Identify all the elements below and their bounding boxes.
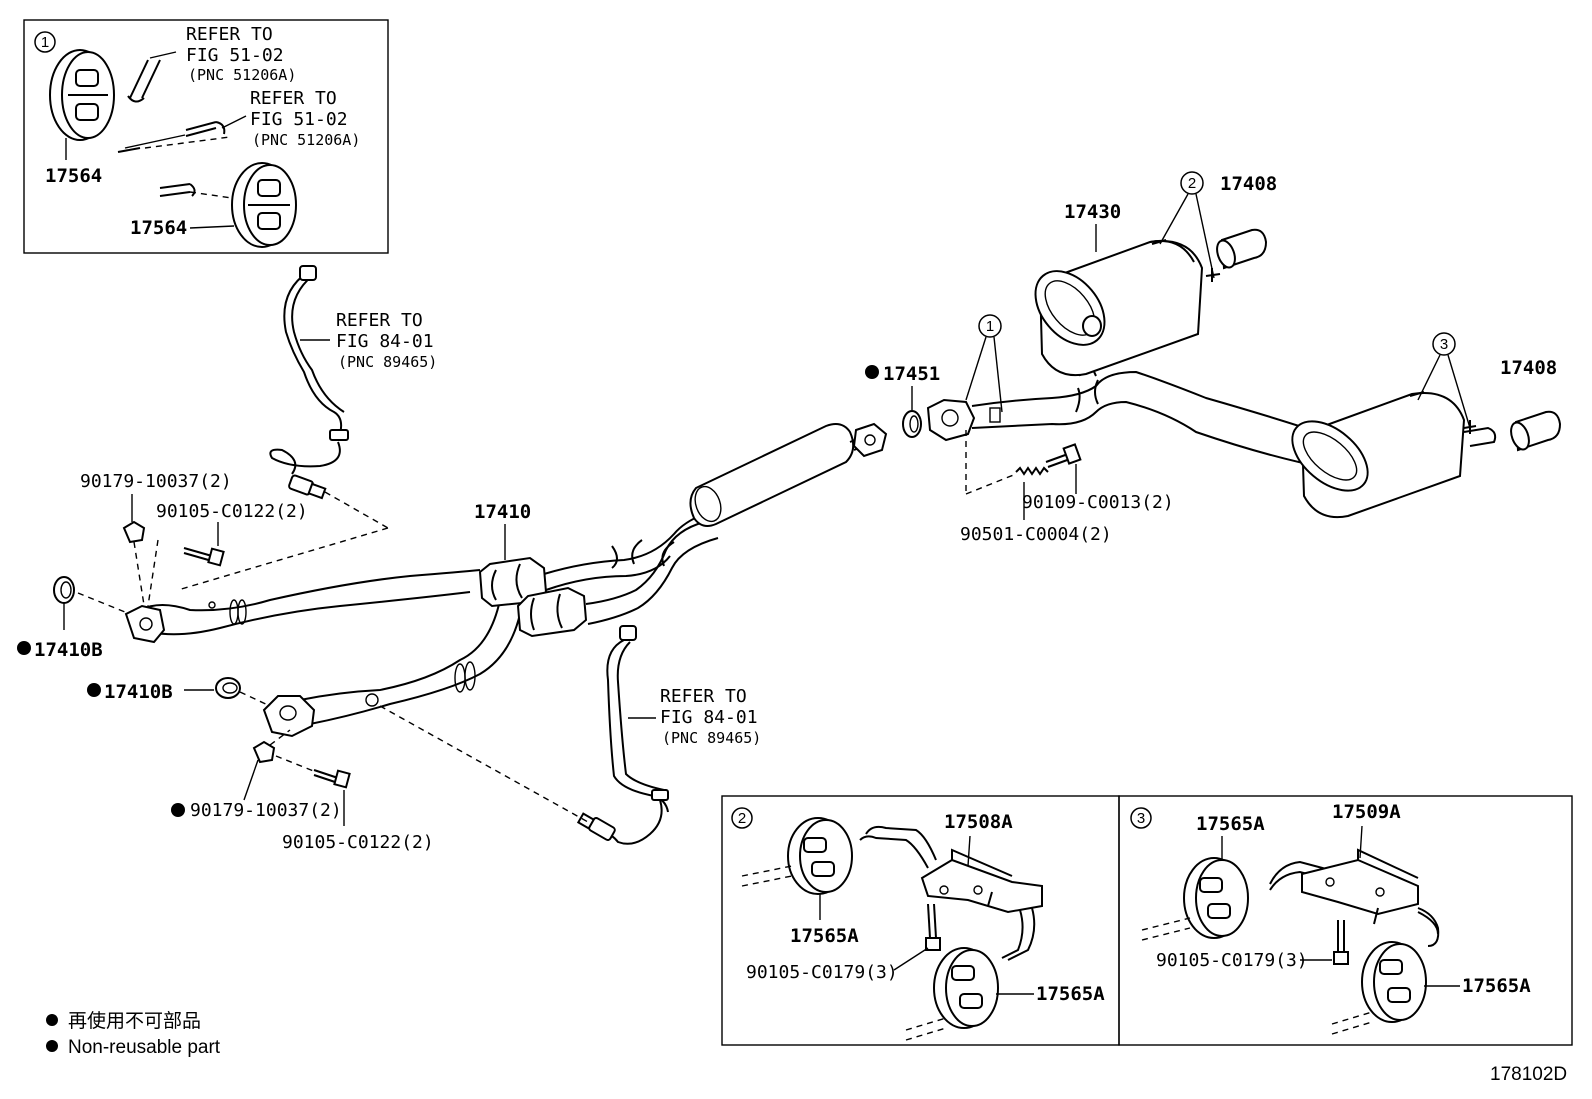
inset-3-label-90105: 90105-C0179(3)	[1156, 950, 1308, 971]
inset-3-label-17565a-top: 17565A	[1196, 813, 1265, 835]
non-reusable-dot-17410b-lower	[87, 683, 101, 697]
label-90105-bottom: 90105-C0122(2)	[282, 832, 434, 853]
inset-1-frame	[23, 19, 389, 254]
sensor-lower-ref-line3: (PNC 89465)	[662, 729, 761, 747]
sensor-lower-ref-line1: REFER TO	[660, 686, 747, 707]
tail-tip-17408-right	[1510, 410, 1562, 452]
bolt-90105-top	[183, 547, 225, 567]
muffler-17430	[1034, 239, 1221, 376]
bolt-90109	[1045, 443, 1082, 468]
inset-2-label-17565a-left: 17565A	[790, 925, 859, 947]
marker-2-text: 2	[1188, 175, 1196, 192]
hanger-pin-upper	[127, 59, 161, 103]
inset-3-label-17509a: 17509A	[1332, 801, 1401, 823]
label-90501: 90501-C0004(2)	[960, 524, 1112, 545]
inset-1-ref1-line3: (PNC 51206A)	[188, 66, 296, 84]
marker-2	[1180, 171, 1204, 195]
figure-code: 178102D	[1490, 1064, 1567, 1085]
hanger-17565a-left	[787, 817, 853, 895]
oxygen-sensor-lower	[576, 625, 669, 845]
hanger-17565a-right-inset3	[1361, 941, 1427, 1023]
non-reusable-dot-90179-bottom	[171, 803, 185, 817]
marker-3	[1432, 332, 1456, 356]
sensor-upper-ref-line1: REFER TO	[336, 310, 423, 331]
front-pipe-17410	[124, 422, 888, 738]
label-90179-top: 90179-10037(2)	[80, 471, 232, 492]
gasket-17410b-lower	[215, 677, 241, 699]
label-90105-top: 90105-C0122(2)	[156, 501, 308, 522]
legend-dot-2	[46, 1040, 58, 1052]
nut-90179-bottom	[252, 740, 276, 764]
inset-1-ref1-line1: REFER TO	[186, 24, 273, 45]
inset-3: 3 17565A 17509A 90105-C0179(3)	[1118, 795, 1573, 1046]
inset-3-frame	[1118, 795, 1573, 1046]
spring-90501	[1015, 466, 1049, 476]
marker-1	[978, 314, 1002, 338]
label-90179-bottom: 90179-10037(2)	[190, 800, 342, 821]
label-17451: 17451	[883, 363, 940, 385]
bracket-17508a	[859, 825, 1043, 961]
bolt-90105-bottom	[313, 769, 351, 789]
marker-1-text: 1	[986, 318, 994, 335]
tail-tip-17408-top	[1216, 228, 1268, 270]
muffler-right	[1291, 391, 1497, 518]
marker-3-text: 3	[1440, 336, 1448, 353]
oxygen-sensor-upper	[269, 265, 349, 500]
legend: 再使用不可部品 Non-reusable part	[46, 1010, 221, 1058]
hanger-17565a-top	[1183, 857, 1249, 939]
hanger-17564-upper	[49, 49, 115, 141]
hanger-17565a-right	[933, 947, 999, 1029]
inset-1-ref2-line3: (PNC 51206A)	[252, 131, 360, 149]
inset-2-label-17508a: 17508A	[944, 811, 1013, 833]
inset-2-marker-text: 2	[738, 810, 746, 827]
label-17430: 17430	[1064, 201, 1121, 223]
gasket-17410b-upper	[53, 576, 75, 604]
inset-1-ref1-line2: FIG 51-02	[186, 45, 284, 66]
label-17564-lower: 17564	[130, 217, 187, 239]
inset-2-label-17565a-right: 17565A	[1036, 983, 1105, 1005]
label-17410: 17410	[474, 501, 531, 523]
label-17408-top: 17408	[1220, 173, 1277, 195]
legend-line-2: Non-reusable part	[68, 1037, 221, 1058]
inset-1-marker	[34, 31, 56, 53]
inset-1-ref2-line1: REFER TO	[250, 88, 337, 109]
label-17564-upper: 17564	[45, 165, 102, 187]
sensor-lower-ref-line2: FIG 84-01	[660, 707, 758, 728]
non-reusable-dot-17451	[865, 365, 879, 379]
inset-2: 2 17565A 17508A 90105-C0179(3)	[721, 795, 1120, 1046]
inset-1-marker-text: 1	[41, 34, 49, 51]
legend-dot-1	[46, 1014, 58, 1026]
hanger-pin-middle	[117, 121, 231, 153]
bracket-17509a	[1269, 848, 1440, 947]
non-reusable-dot-17410b-upper	[17, 641, 31, 655]
hanger-pin-lower	[159, 183, 233, 199]
label-17408-right: 17408	[1500, 357, 1557, 379]
sensor-upper-ref-line2: FIG 84-01	[336, 331, 434, 352]
gasket-17451	[902, 410, 922, 438]
label-17410b-lower: 17410B	[104, 681, 173, 703]
bolt-90105-c0179-inset3	[1333, 920, 1349, 965]
inset-1-ref2-line2: FIG 51-02	[250, 109, 348, 130]
inset-2-marker	[731, 807, 753, 829]
legend-line-1: 再使用不可部品	[68, 1010, 201, 1032]
inset-1: 1 17564	[23, 19, 389, 254]
sensor-upper-ref-line3: (PNC 89465)	[338, 353, 437, 371]
bolt-90105-c0179-inset2	[925, 903, 941, 951]
inset-3-marker-text: 3	[1137, 810, 1145, 827]
inset-3-label-17565a-right: 17565A	[1462, 975, 1531, 997]
label-17410b-upper: 17410B	[34, 639, 103, 661]
hanger-17564-lower	[231, 162, 297, 248]
inset-3-marker	[1130, 807, 1152, 829]
nut-90179-top	[122, 520, 146, 544]
inset-2-label-90105: 90105-C0179(3)	[746, 962, 898, 983]
label-90109: 90109-C0013(2)	[1022, 492, 1174, 513]
